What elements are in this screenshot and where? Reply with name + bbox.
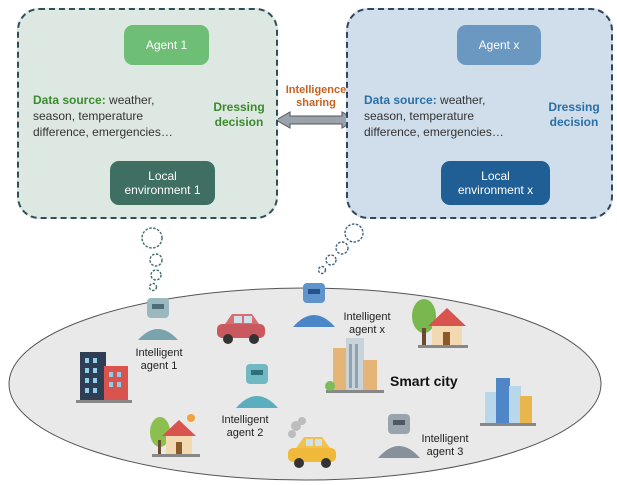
data-source-line1-right: weather,: [436, 93, 486, 107]
agent-x-line1: Intelligent: [343, 311, 391, 323]
house-icon-bottom-left: [150, 414, 200, 457]
robot-icon-agent-2: [236, 364, 278, 408]
agent-1-line1: Intelligent: [135, 347, 183, 359]
env-1-label-line2: environment 1: [124, 183, 201, 197]
intelligent-agent-2-label: Intelligent agent 2: [210, 414, 280, 440]
smart-city-title: Smart city: [390, 373, 458, 389]
intelligence-sharing-line2: sharing: [296, 97, 336, 109]
data-source-line1-left: weather,: [105, 93, 155, 107]
intelligent-agent-1-label: Intelligent agent 1: [124, 347, 194, 373]
dressing-decision-right-line1: Dressing: [548, 100, 600, 114]
env-1-label-line1: Local: [148, 169, 177, 183]
agent-2-line2: agent 2: [226, 427, 264, 439]
data-source-line2-left: season, temperature: [33, 109, 144, 123]
house-icon-top-right: [412, 299, 468, 348]
data-source-label-left: Data source:: [33, 93, 106, 107]
agent-2-line1: Intelligent: [221, 414, 269, 426]
buildings-icon-center: [325, 338, 384, 393]
robot-icon-agent-3: [378, 414, 420, 458]
intelligent-agent-3-label: Intelligent agent 3: [410, 433, 480, 459]
intelligence-sharing-line1: Intelligence: [285, 84, 347, 96]
local-environment-1-box: Local environment 1: [110, 161, 215, 205]
robot-icon-agent-1: [138, 298, 178, 340]
dressing-decision-left-line1: Dressing: [213, 100, 265, 114]
env-x-label-line2: environment x: [457, 183, 534, 197]
agent-x-label: Agent x: [478, 38, 520, 52]
data-source-text-left: Data source: weather, season, temperatur…: [33, 92, 208, 140]
data-source-text-right: Data source: weather, season, temperatur…: [364, 92, 539, 140]
agent-1-box: Agent 1: [124, 25, 209, 65]
env-x-label-line1: Local: [481, 169, 510, 183]
buildings-icon-left: [76, 352, 132, 403]
dressing-decision-left: Dressing decision: [208, 100, 270, 130]
data-source-line2-right: season, temperature: [364, 109, 475, 123]
data-source-label-right: Data source:: [364, 93, 437, 107]
dressing-decision-right-line2: decision: [549, 115, 599, 129]
agent-x-box: Agent x: [457, 25, 541, 65]
agent-1-label: Agent 1: [145, 38, 188, 52]
thought-bubbles-left: [141, 227, 163, 292]
buildings-icon-right: [480, 378, 536, 426]
agent-3-line1: Intelligent: [421, 433, 469, 445]
red-car-icon: [217, 314, 265, 344]
yellow-car-icon: [288, 417, 336, 468]
agent-1-line2: agent 1: [140, 360, 178, 372]
intelligence-sharing-label: Intelligence sharing: [276, 84, 356, 110]
intelligence-sharing-arrow: [274, 111, 358, 129]
dressing-decision-left-line2: decision: [214, 115, 264, 129]
agent-x-line2: agent x: [348, 324, 386, 336]
intelligent-agent-x-label: Intelligent agent x: [332, 311, 402, 337]
data-source-line3-right: difference, emergencies…: [364, 125, 504, 139]
agent-3-line2: agent 3: [426, 446, 464, 458]
data-source-line3-left: difference, emergencies…: [33, 125, 173, 139]
local-environment-x-box: Local environment x: [441, 161, 550, 205]
robot-icon-agent-x: [293, 283, 335, 327]
dressing-decision-right: Dressing decision: [542, 100, 606, 130]
thought-bubbles-right: [317, 223, 364, 275]
